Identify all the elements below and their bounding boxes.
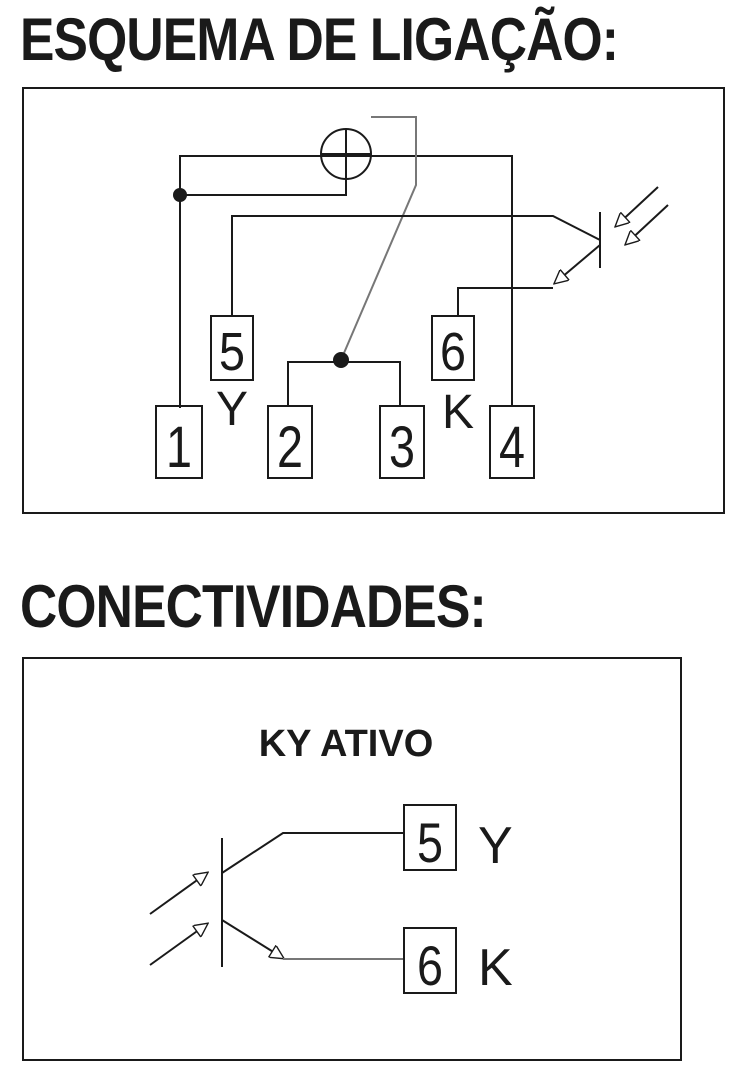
conn-terminal-5-label: 5	[417, 811, 443, 874]
terminal-2-label: 2	[277, 415, 303, 480]
emitter-arrow-k	[221, 919, 283, 958]
label-y: Y	[216, 383, 248, 436]
terminal-6-label: 6	[440, 322, 466, 382]
wire-switch	[340, 116, 417, 361]
terminal-box-3	[379, 405, 425, 479]
connectivity-diagram	[22, 657, 682, 1061]
terminal-box-5	[210, 315, 254, 381]
wire-terminal-2-3	[287, 361, 401, 406]
light-arrow-2	[626, 204, 669, 244]
wire-y	[221, 832, 404, 874]
conn-terminal-6-label: 6	[417, 934, 443, 997]
terminal-box-2	[267, 405, 313, 479]
light-arrow-3	[149, 873, 207, 915]
wire-terminal-5	[231, 215, 601, 316]
mode-title: KY ATIVO	[259, 723, 434, 765]
terminal-1-label: 1	[166, 415, 192, 480]
wire-terminal-6	[457, 287, 553, 316]
wiring-diagram	[22, 87, 725, 514]
connectivity-frame	[22, 657, 682, 1061]
wiring-heading: ESQUEMA DE LIGAÇÃO:	[20, 6, 619, 73]
label-k: K	[442, 386, 474, 439]
relay-symbol	[320, 128, 372, 180]
light-arrow-1	[616, 186, 659, 226]
terminal-box-6-conn	[403, 927, 457, 994]
terminal-box-1	[155, 405, 203, 479]
conn-label-y: Y	[478, 817, 513, 875]
wire-terminal-1	[179, 155, 513, 408]
junction-dot-center	[333, 352, 349, 368]
sensor-emitter-line	[555, 244, 601, 283]
connectivity-heading: CONECTIVIDADES:	[20, 573, 487, 640]
terminal-5-label: 5	[219, 322, 245, 382]
wiring-frame	[22, 87, 725, 514]
terminal-box-6	[431, 315, 475, 381]
terminal-4-label: 4	[499, 415, 525, 480]
terminal-box-5-conn	[403, 804, 457, 871]
terminal-3-label: 3	[389, 415, 415, 480]
terminal-box-4	[489, 405, 535, 479]
light-arrow-4	[149, 924, 207, 966]
conn-label-k: K	[478, 939, 513, 997]
wire-junction-to-relay	[180, 179, 347, 196]
